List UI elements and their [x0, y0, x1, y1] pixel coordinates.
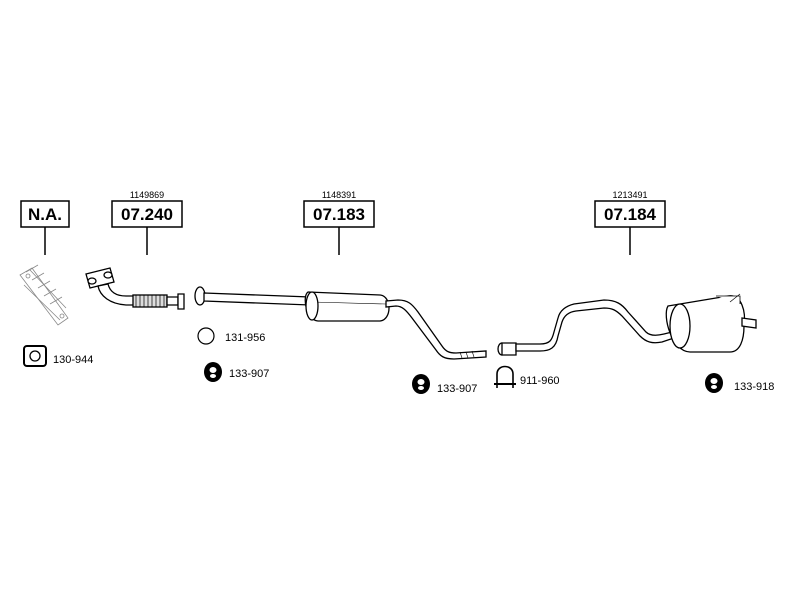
ring-icon: [197, 327, 215, 345]
accessory-code: 133-907: [437, 383, 477, 395]
accessory-code: 911-960: [520, 375, 560, 387]
part-reference-number: 1213491: [612, 190, 647, 200]
accessory-133-907-left: 133-907: [204, 362, 269, 382]
callout-07-184: 1213491 07.184: [594, 190, 666, 255]
part-code: N.A.: [28, 205, 62, 224]
part-reference-number: 1148391: [322, 190, 356, 200]
rubber-hanger-icon: [412, 374, 430, 394]
accessory-code: 131-956: [225, 332, 265, 344]
rear-silencer-pipe: [497, 293, 757, 356]
part-reference-number: 1149869: [130, 190, 164, 200]
middle-silencer-pipe: [194, 286, 487, 360]
part-code: 07.184: [604, 205, 657, 224]
manifold-sketch: [19, 264, 69, 326]
front-pipe: [85, 267, 185, 310]
callout-07-183: 1148391 07.183: [303, 190, 375, 255]
accessory-code: 133-907: [229, 368, 269, 380]
accessory-code: 133-918: [734, 381, 774, 393]
rubber-hanger-icon: [705, 373, 723, 393]
part-label-box: [303, 200, 375, 228]
accessory-130-944: 130-944: [23, 345, 93, 367]
accessory-code: 130-944: [53, 354, 93, 366]
accessory-133-918: 133-918: [705, 373, 774, 393]
clamp-icon: [494, 365, 516, 388]
accessory-133-907-middle: 133-907: [412, 374, 477, 395]
callout-07-240: 1149869 07.240: [111, 190, 183, 255]
accessory-131-956: 131-956: [197, 327, 265, 345]
rubber-hanger-icon: [204, 362, 222, 382]
callout-na: N.A.: [20, 200, 70, 255]
accessory-911-960: 911-960: [494, 365, 560, 388]
part-code: 07.240: [121, 205, 173, 224]
part-label-box: [111, 200, 183, 228]
part-code: 07.183: [313, 205, 365, 224]
